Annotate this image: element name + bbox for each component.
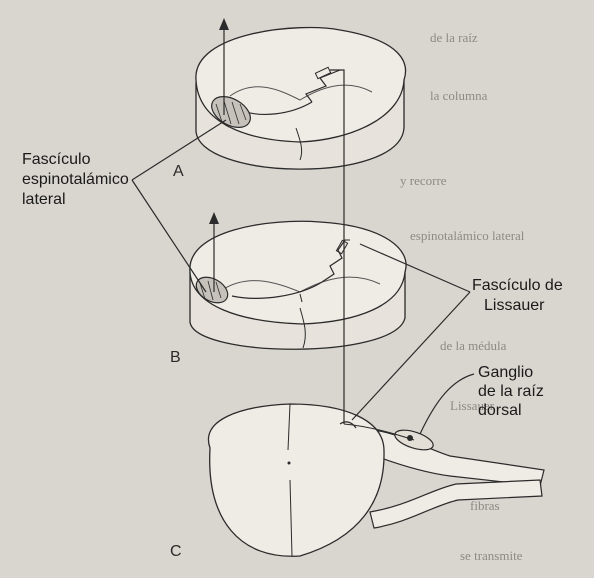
bg-text-4: espinotalámico lateral — [410, 228, 525, 243]
ganglion-label-line1: Ganglio — [478, 364, 533, 381]
section-b-surface — [189, 220, 407, 325]
panel-label-b: B — [170, 349, 181, 366]
label-spinothalamic-tract: Fascículo espinotalámico lateral — [22, 119, 227, 293]
section-a-ascending-arrow — [219, 18, 229, 30]
ganglion-leader-line — [419, 373, 475, 435]
lissauer-leader-lines — [351, 243, 471, 421]
panel-label-a: A — [173, 163, 184, 180]
label-dorsal-root-ganglion: Ganglio de la raíz dorsal — [419, 364, 544, 435]
bg-text-2: la columna — [430, 88, 488, 103]
ventral-root — [369, 479, 543, 529]
ganglion-label-line3: dorsal — [478, 402, 522, 419]
tract-label-line2: espinotalámico — [22, 171, 129, 188]
lissauer-ascending-fiber — [330, 69, 345, 424]
bg-text-5: de la médula — [440, 338, 507, 353]
spinal-section-c: C — [170, 403, 545, 560]
bg-text-3: y recorre — [400, 173, 447, 188]
lissauer-label-line2: Lissauer — [484, 297, 545, 314]
section-c-surface — [207, 403, 385, 557]
bg-text-8: se transmite — [460, 548, 523, 563]
label-lissauer: Fascículo de Lissauer — [351, 243, 563, 421]
tract-label-line1: Fascículo — [22, 151, 91, 168]
bg-text-7: fibras — [470, 498, 500, 513]
lissauer-label-line1: Fascículo de — [472, 277, 563, 294]
ganglion-label-line2: de la raíz — [478, 383, 544, 400]
dorsal-root — [359, 427, 545, 487]
panel-label-c: C — [170, 543, 182, 560]
bg-text-6: Lissauer — [450, 398, 495, 413]
spinal-section-a: A — [173, 18, 407, 180]
section-b-ascending-arrow — [209, 212, 219, 224]
bg-text-1: de la raíz — [430, 30, 478, 45]
tract-label-line3: lateral — [22, 191, 66, 208]
background-page-text: de la raíz la columna y recorre espinota… — [400, 30, 525, 563]
tract-leader-lines — [131, 119, 227, 293]
spinal-section-b: B — [170, 212, 407, 366]
